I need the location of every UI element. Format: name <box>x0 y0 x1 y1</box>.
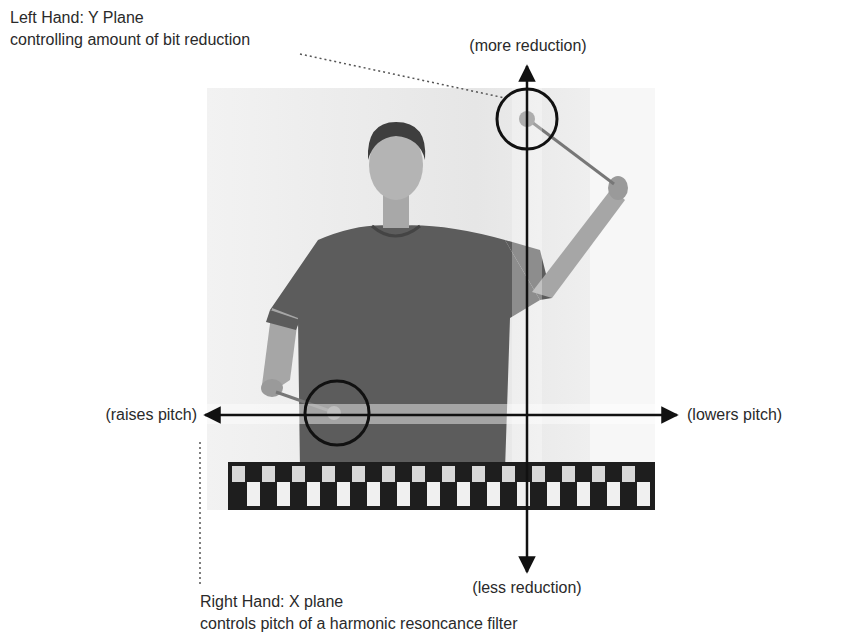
vibraphone <box>228 462 655 510</box>
vibraphone-bar <box>487 482 500 506</box>
description-label: controls pitch of a harmonic resoncance … <box>200 614 517 634</box>
heading-label: Left Hand: Y Plane <box>10 8 144 28</box>
axis-label: (less reduction) <box>472 578 581 598</box>
vibraphone-bar <box>592 466 605 482</box>
vibraphone-bar <box>337 482 350 506</box>
vibraphone-bar <box>262 466 275 482</box>
heading-label: Right Hand: X plane <box>200 592 343 612</box>
vibraphone-bar <box>547 482 560 506</box>
shirt <box>270 225 540 470</box>
mallet-stick <box>533 123 614 184</box>
vibraphone-bar <box>442 466 455 482</box>
vibraphone-bar <box>367 482 380 506</box>
vibraphone-bar <box>637 482 650 506</box>
vibraphone-bar <box>472 466 485 482</box>
x-axis-arrow <box>205 414 677 417</box>
axis-label: (lowers pitch) <box>687 405 782 425</box>
hand <box>608 176 628 200</box>
vibraphone-bar <box>562 466 575 482</box>
vibraphone-bar <box>532 466 545 482</box>
vibraphone-bar <box>232 466 245 482</box>
vibraphone-bar <box>397 482 410 506</box>
vibraphone-bar <box>247 482 260 506</box>
photo-background <box>207 88 655 510</box>
vibraphone-bar <box>307 482 320 506</box>
vibraphone-bar <box>292 466 305 482</box>
vibraphone-bar <box>352 466 365 482</box>
vibraphone-bar <box>412 466 425 482</box>
vibraphone-bar <box>607 482 620 506</box>
y-axis-arrow <box>526 66 529 572</box>
vibraphone-bar <box>322 466 335 482</box>
axis-label: (raises pitch) <box>105 405 197 425</box>
vibraphone-bar <box>457 482 470 506</box>
leader-line <box>199 442 201 586</box>
highlight-circle <box>305 381 369 445</box>
vibraphone-bar <box>382 466 395 482</box>
sleeve <box>266 310 300 330</box>
description-label: controlling amount of bit reduction <box>10 30 250 50</box>
raised-arm <box>532 188 625 298</box>
highlight-circle <box>497 89 557 149</box>
vibraphone-bar <box>622 466 635 482</box>
vibraphone-bar <box>577 482 590 506</box>
vibraphone-bar <box>277 482 290 506</box>
leader-line <box>300 54 505 98</box>
axis-label: (more reduction) <box>469 36 586 56</box>
hair <box>368 122 425 160</box>
vibraphone-bar <box>502 466 515 482</box>
vibraphone-bar <box>427 482 440 506</box>
